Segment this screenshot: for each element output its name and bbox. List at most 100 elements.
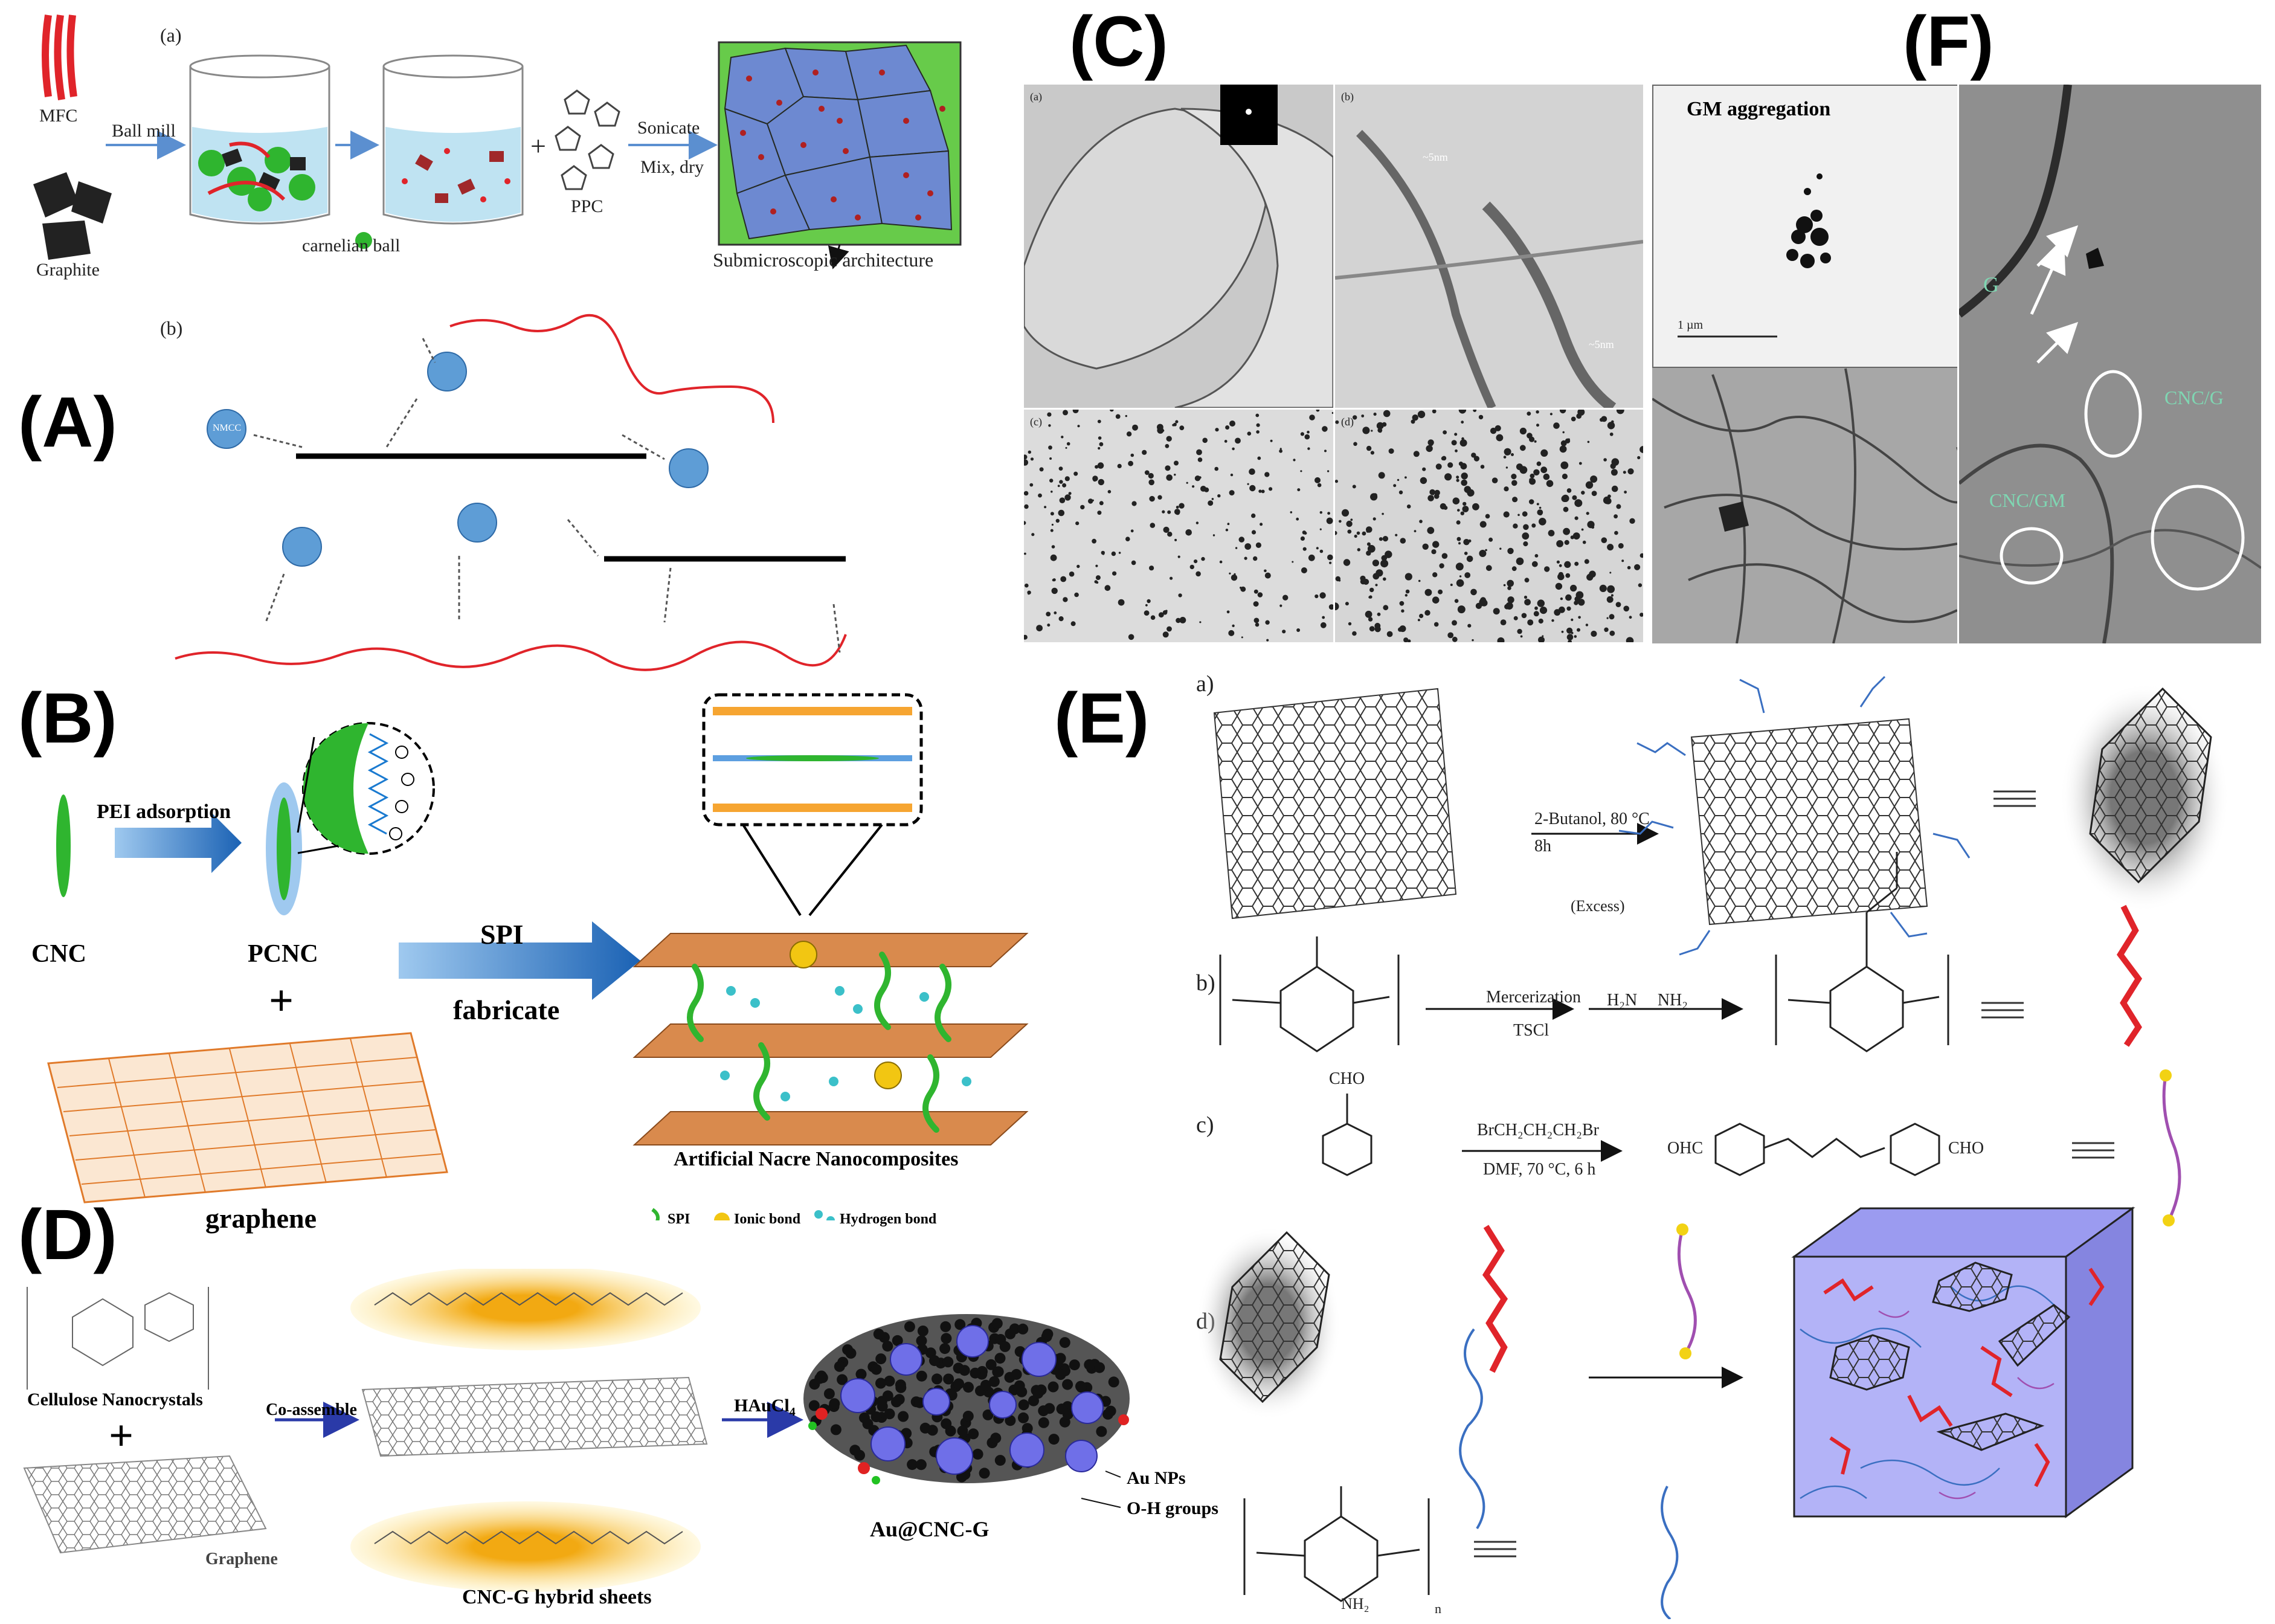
tem-particle <box>1549 413 1553 416</box>
tem-particle <box>1467 624 1472 628</box>
tem-particle <box>1257 456 1261 460</box>
carbon-atom <box>929 1355 940 1367</box>
label-n-sub: n <box>1435 1601 1441 1616</box>
tem-particle <box>1341 509 1350 517</box>
tem-particle <box>1279 604 1282 607</box>
tem-particle <box>1431 549 1437 555</box>
tem-particle <box>1553 422 1560 429</box>
tem-particle <box>1426 445 1433 453</box>
tem-particle <box>1485 565 1492 572</box>
tem-particle <box>1443 506 1448 510</box>
tem-particle <box>1282 630 1286 634</box>
tem-particle <box>1368 617 1373 622</box>
tem-particle <box>1434 494 1440 499</box>
tem-particle <box>1172 424 1175 427</box>
tem-particle <box>1163 526 1170 533</box>
tem-particle <box>1346 520 1353 527</box>
panel-D-label: (D) <box>18 1195 117 1275</box>
carbon-atom <box>862 1418 874 1429</box>
tem-particle <box>1365 610 1372 618</box>
tem-particle <box>1564 561 1571 568</box>
tem-particle <box>1064 476 1070 482</box>
tem-particle <box>1383 410 1391 417</box>
tem-particle <box>1507 547 1514 555</box>
tem-particle <box>1327 554 1333 561</box>
tem-particle <box>1586 512 1589 515</box>
tem-particle <box>1566 606 1571 611</box>
tem-particle <box>1361 414 1365 417</box>
carbon-atom <box>990 1432 1002 1444</box>
tem-particle <box>1626 637 1634 642</box>
label-plus-d: + <box>109 1411 134 1460</box>
tem-particle <box>1574 516 1578 520</box>
tem-particle <box>1232 447 1235 451</box>
tem-particle <box>1485 549 1487 552</box>
tem-particle <box>1357 548 1360 552</box>
tem-particle <box>1320 622 1327 628</box>
tem-particle <box>1076 564 1080 569</box>
tem-particle <box>1520 635 1523 638</box>
tem-particle <box>1566 627 1573 634</box>
tem-particle <box>1540 449 1548 457</box>
tem-particle <box>1578 599 1585 606</box>
tem-particle <box>1249 485 1256 492</box>
tem-particle <box>1460 511 1464 515</box>
carbon-atom <box>959 1365 970 1376</box>
tem-particle <box>1460 463 1467 470</box>
tem-particle <box>1256 430 1260 434</box>
tem-particle <box>1353 415 1357 420</box>
tem-particle <box>1126 431 1132 437</box>
tem-particle <box>1024 634 1028 640</box>
tem-particle <box>1607 544 1614 551</box>
tem-particle <box>1479 550 1487 557</box>
carbon-atom <box>884 1408 895 1420</box>
tem-particle <box>1480 465 1485 469</box>
tem-particle <box>1452 620 1457 626</box>
carbon-atom <box>875 1353 887 1365</box>
carbon-atom <box>917 1326 928 1336</box>
tem-particle <box>1367 545 1376 553</box>
tem-particle <box>1507 586 1511 590</box>
carbon-atom <box>898 1411 909 1422</box>
tem-particle <box>1118 552 1121 554</box>
tem-particle <box>1456 579 1464 587</box>
tem-particle <box>1064 494 1071 501</box>
carbon-atom <box>943 1373 954 1385</box>
tem-particle <box>1523 541 1528 547</box>
carbon-atom <box>895 1382 907 1393</box>
tem-particle <box>1052 578 1056 582</box>
tem-particle <box>1430 443 1434 446</box>
tem-particle <box>1028 450 1031 454</box>
tem-particle <box>1024 552 1026 555</box>
tem-particle <box>1444 473 1452 481</box>
tem-particle <box>1440 566 1443 569</box>
tem-particle <box>1104 585 1111 591</box>
tem-particle <box>1225 425 1230 430</box>
carbon-atom <box>1038 1417 1049 1428</box>
tem-c-b-5nm-2: ~5nm <box>1589 338 1614 350</box>
carbon-atom <box>941 1418 952 1429</box>
carbon-atom <box>837 1374 848 1385</box>
tem-particle <box>1049 457 1052 460</box>
tem-particle <box>1551 619 1554 622</box>
tem-particle <box>1441 456 1446 460</box>
tem-c-a-sub: (a) <box>1030 91 1042 103</box>
tem-particle <box>1144 470 1150 475</box>
tem-particle <box>1328 604 1333 610</box>
tem-particle <box>1606 617 1609 619</box>
composite-cube <box>1791 1207 2135 1518</box>
tem-particle <box>1533 469 1540 475</box>
carbon-atom <box>855 1368 867 1380</box>
tem-particle <box>1511 453 1514 456</box>
tem-image-f-right: G CNC/G CNC/GM <box>1959 85 2261 643</box>
tem-particle <box>1166 626 1172 632</box>
tem-particle <box>1065 446 1067 449</box>
tem-particle <box>1499 547 1502 550</box>
tem-particle <box>1574 635 1577 638</box>
tem-particle <box>1523 524 1529 530</box>
tem-particle <box>1319 528 1322 530</box>
tem-particle <box>1215 428 1219 432</box>
tem-particle <box>1413 451 1420 457</box>
tem-particle <box>1621 559 1624 562</box>
cond-c-reagent: BrCH₂CH₂CH₂Br <box>1477 1121 1599 1139</box>
